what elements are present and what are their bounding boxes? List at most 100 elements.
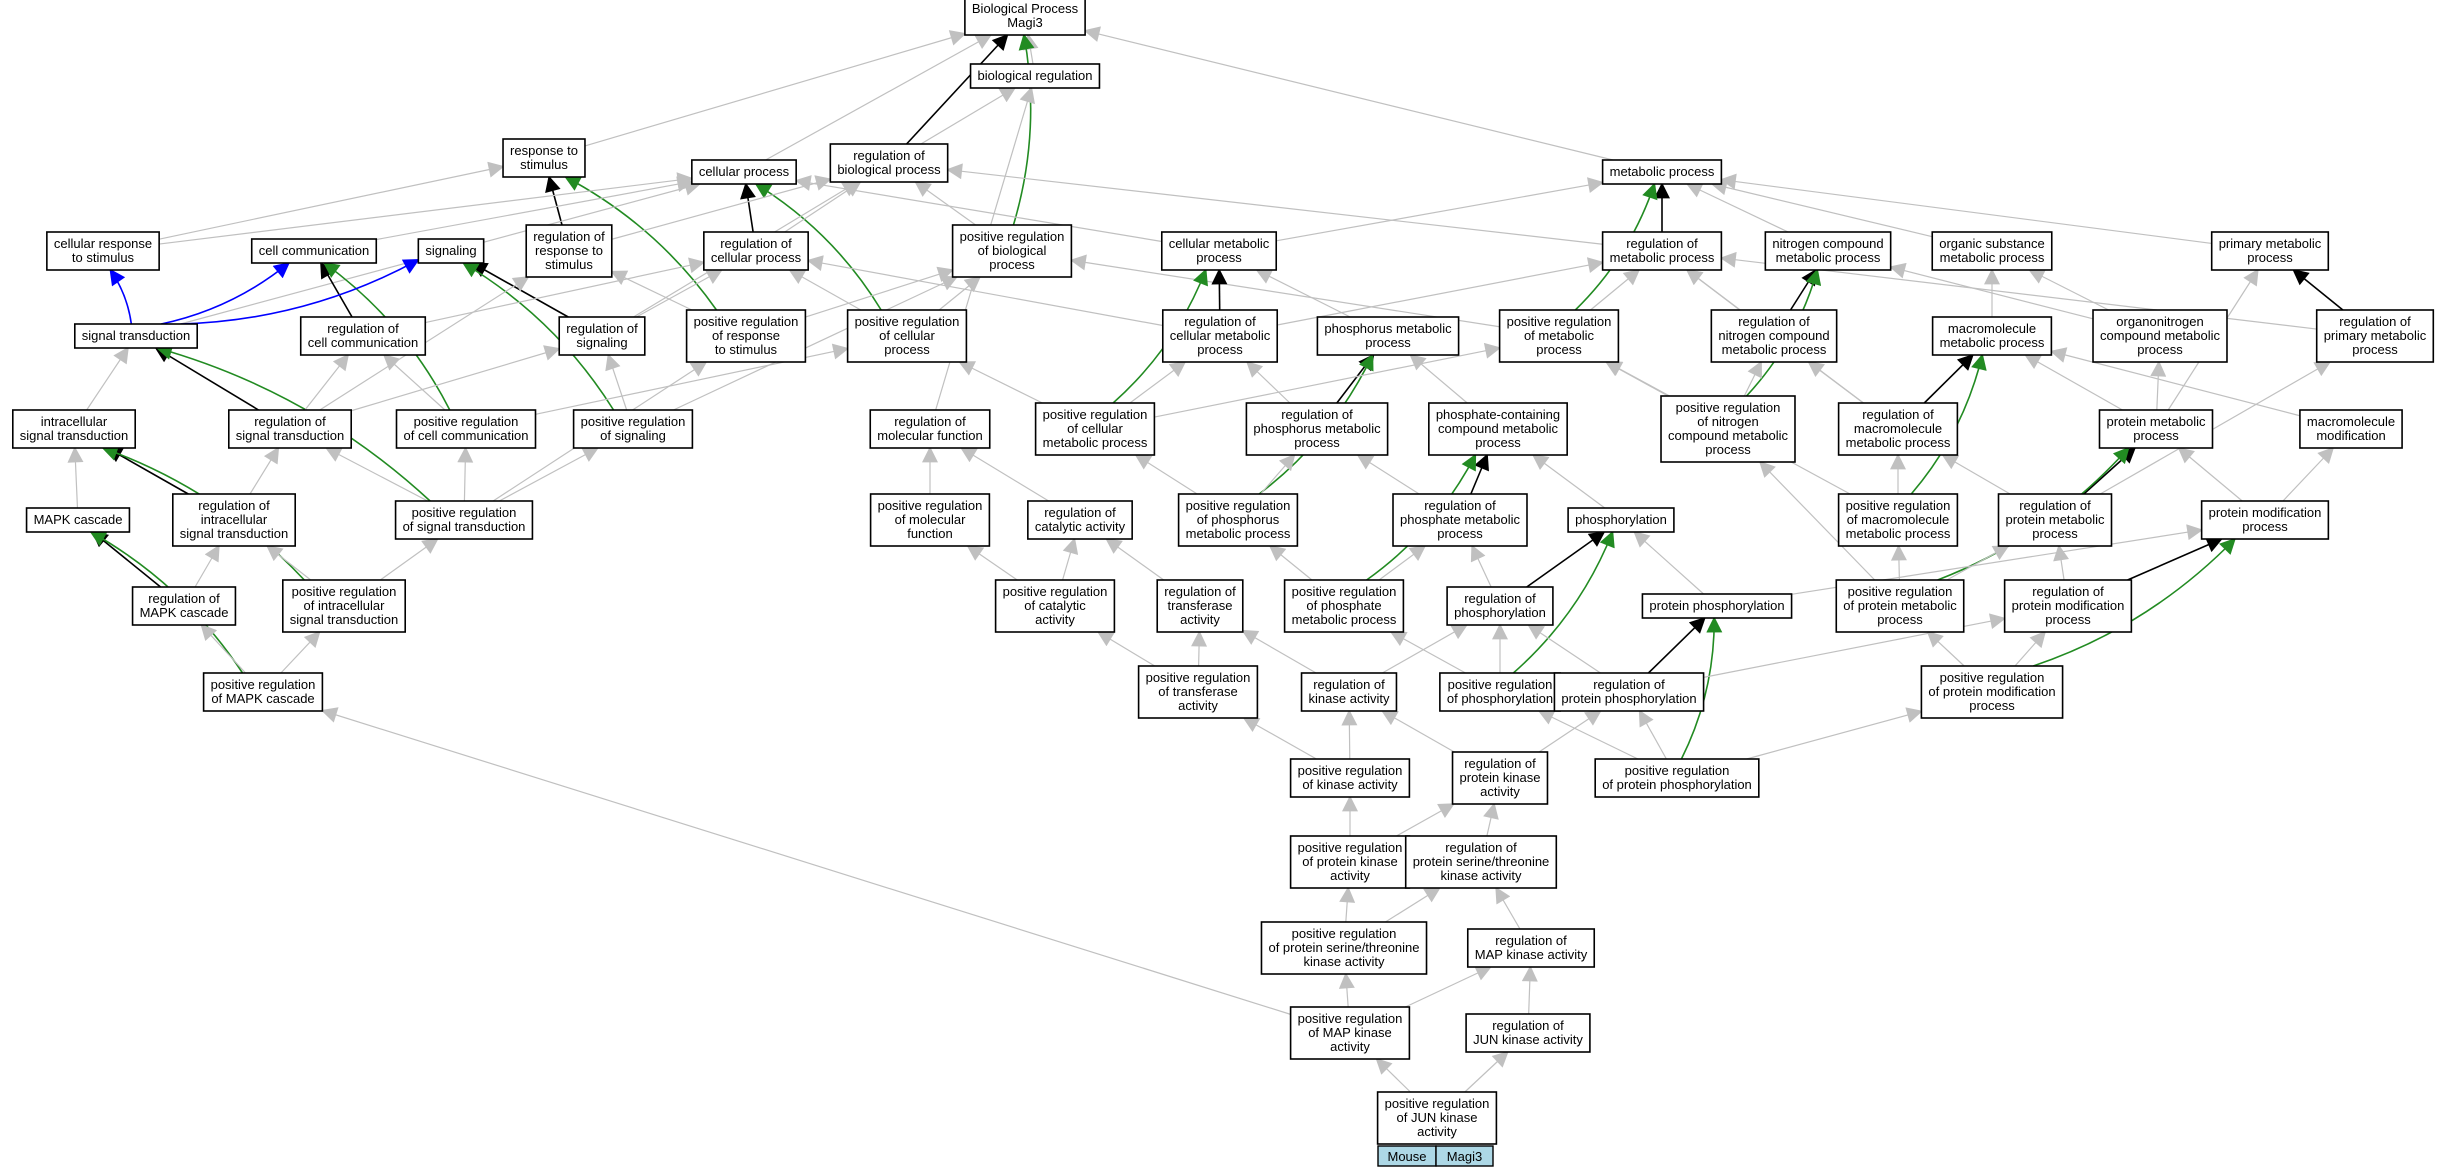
go-term-label-line: regulation of [1424,498,1496,513]
go-term-biolreg[interactable]: biological regulation [969,63,1101,89]
go-term-box [1451,751,1549,805]
go-term-label-line: kinase activity [1441,868,1522,883]
go-term-metab[interactable]: metabolic process [1601,159,1723,185]
edge-metab-to-bp [1083,26,1614,161]
edge-posregbio-to-bp [1012,33,1035,226]
edge-regprotmod-to-protmod [2127,537,2223,581]
go-term-label-line: intracellular [201,512,268,527]
edge-protmetab-to-orgnitro [2150,360,2167,411]
go-term-cellcomm[interactable]: cell communication [250,238,378,264]
go-term-label-line: regulation of [327,321,399,336]
go-term-label-line: regulation of [1495,933,1567,948]
go-term-label-line: to stimulus [715,342,778,357]
edge-regresp-to-resp [545,175,563,226]
go-term-box [1660,395,1796,463]
edge-protmod-to-protmetab [2177,446,2243,502]
go-term-cellproc[interactable]: cellular process [691,159,797,185]
go-term-label-line: process [1197,342,1243,357]
go-term-label-line: of cellular [1067,421,1123,436]
go-term-signaling[interactable]: signaling [417,238,485,264]
go-term-sigtrans[interactable]: signal transduction [73,323,199,349]
go-term-box [969,63,1101,89]
go-term-phosphorylation[interactable]: phosphorylation [1567,507,1675,533]
go-term-box [1594,758,1760,798]
go-term-label-line: compound metabolic [2100,328,2220,343]
go-term-label-line: regulation of [198,498,270,513]
edge-posregsigtrans-to-sigtrans [155,344,431,502]
go-term-protphos[interactable]: protein phosphorylation [1641,593,1793,619]
go-term-mapk[interactable]: MAPK cascade [25,507,131,533]
go-term-label-line: of protein serine/threonine [1268,940,1419,955]
go-term-label-line: compound metabolic [1668,428,1788,443]
